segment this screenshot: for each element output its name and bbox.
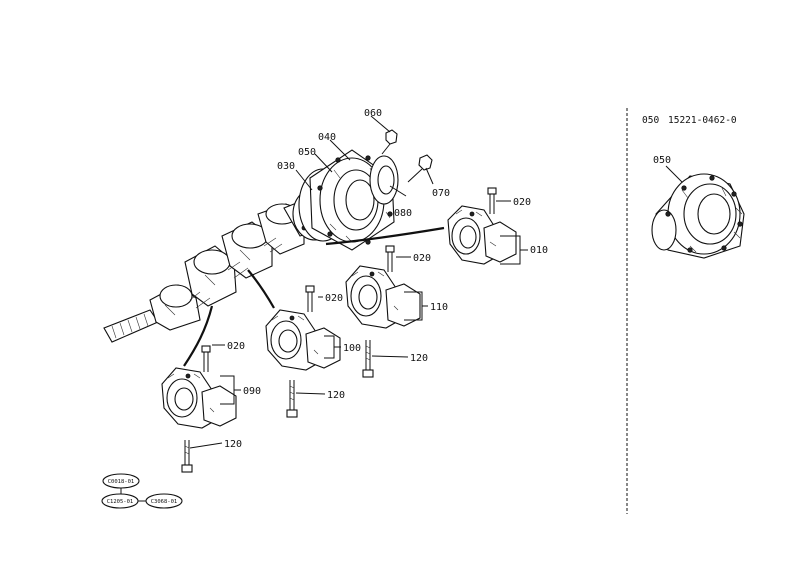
stamp-bottom-left-text: C1205-01 <box>107 499 134 505</box>
side-panel-item-no: 050 <box>642 115 659 126</box>
callout-110: 110 <box>430 302 448 313</box>
side-panel-callout-050: 050 <box>653 155 671 166</box>
callout-020-b: 020 <box>413 253 431 264</box>
revision-stamps: C0018-01 C1205-01 C3068-01 <box>101 473 183 509</box>
stamp-bottom-right-text: C3068-01 <box>151 499 178 505</box>
bolt-120-b <box>286 380 298 418</box>
leader-lines <box>189 115 528 449</box>
bearing-case-100 <box>265 309 341 371</box>
rear-oil-seal-case <box>298 129 433 251</box>
callout-030: 030 <box>277 161 295 172</box>
callout-090: 090 <box>243 386 261 397</box>
assembly-lines <box>183 226 445 367</box>
bolt-020-a <box>487 187 497 214</box>
bolt-120-c <box>181 440 193 473</box>
callout-080: 080 <box>394 208 412 219</box>
callout-060: 060 <box>364 108 382 119</box>
callout-020-d: 020 <box>227 341 245 352</box>
callout-010: 010 <box>530 245 548 256</box>
bolt-020-d <box>201 345 211 372</box>
callout-020-c: 020 <box>325 293 343 304</box>
bearing-case-110 <box>345 265 421 329</box>
callout-050: 050 <box>298 147 316 158</box>
callout-120-b: 120 <box>327 390 345 401</box>
callout-040: 040 <box>318 132 336 143</box>
bolt-020-b <box>385 245 395 272</box>
stamp-bottom-right <box>145 493 183 509</box>
bearing-case-010 <box>447 205 517 265</box>
bolt-020-c <box>305 285 315 312</box>
oil-seal-case-detail <box>651 173 745 259</box>
callout-120-a: 120 <box>410 353 428 364</box>
callout-labels: 060 040 050 030 070 080 020 010 020 020 … <box>224 108 548 450</box>
bolt-120-a <box>362 340 374 378</box>
callout-020-a: 020 <box>513 197 531 208</box>
callout-070: 070 <box>432 188 450 199</box>
bearing-case-090 <box>161 367 237 429</box>
callout-120-c: 120 <box>224 439 242 450</box>
side-panel: 050 15221-0462-0 050 <box>642 115 745 259</box>
side-panel-part-no: 15221-0462-0 <box>668 115 737 126</box>
stamp-top-text: C0018-01 <box>108 479 135 485</box>
callout-100: 100 <box>343 343 361 354</box>
